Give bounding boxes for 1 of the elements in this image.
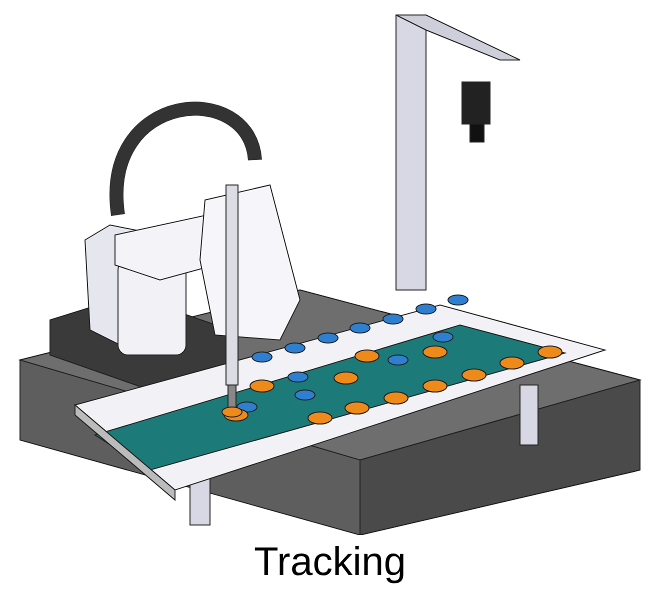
caption: Tracking xyxy=(254,540,406,585)
